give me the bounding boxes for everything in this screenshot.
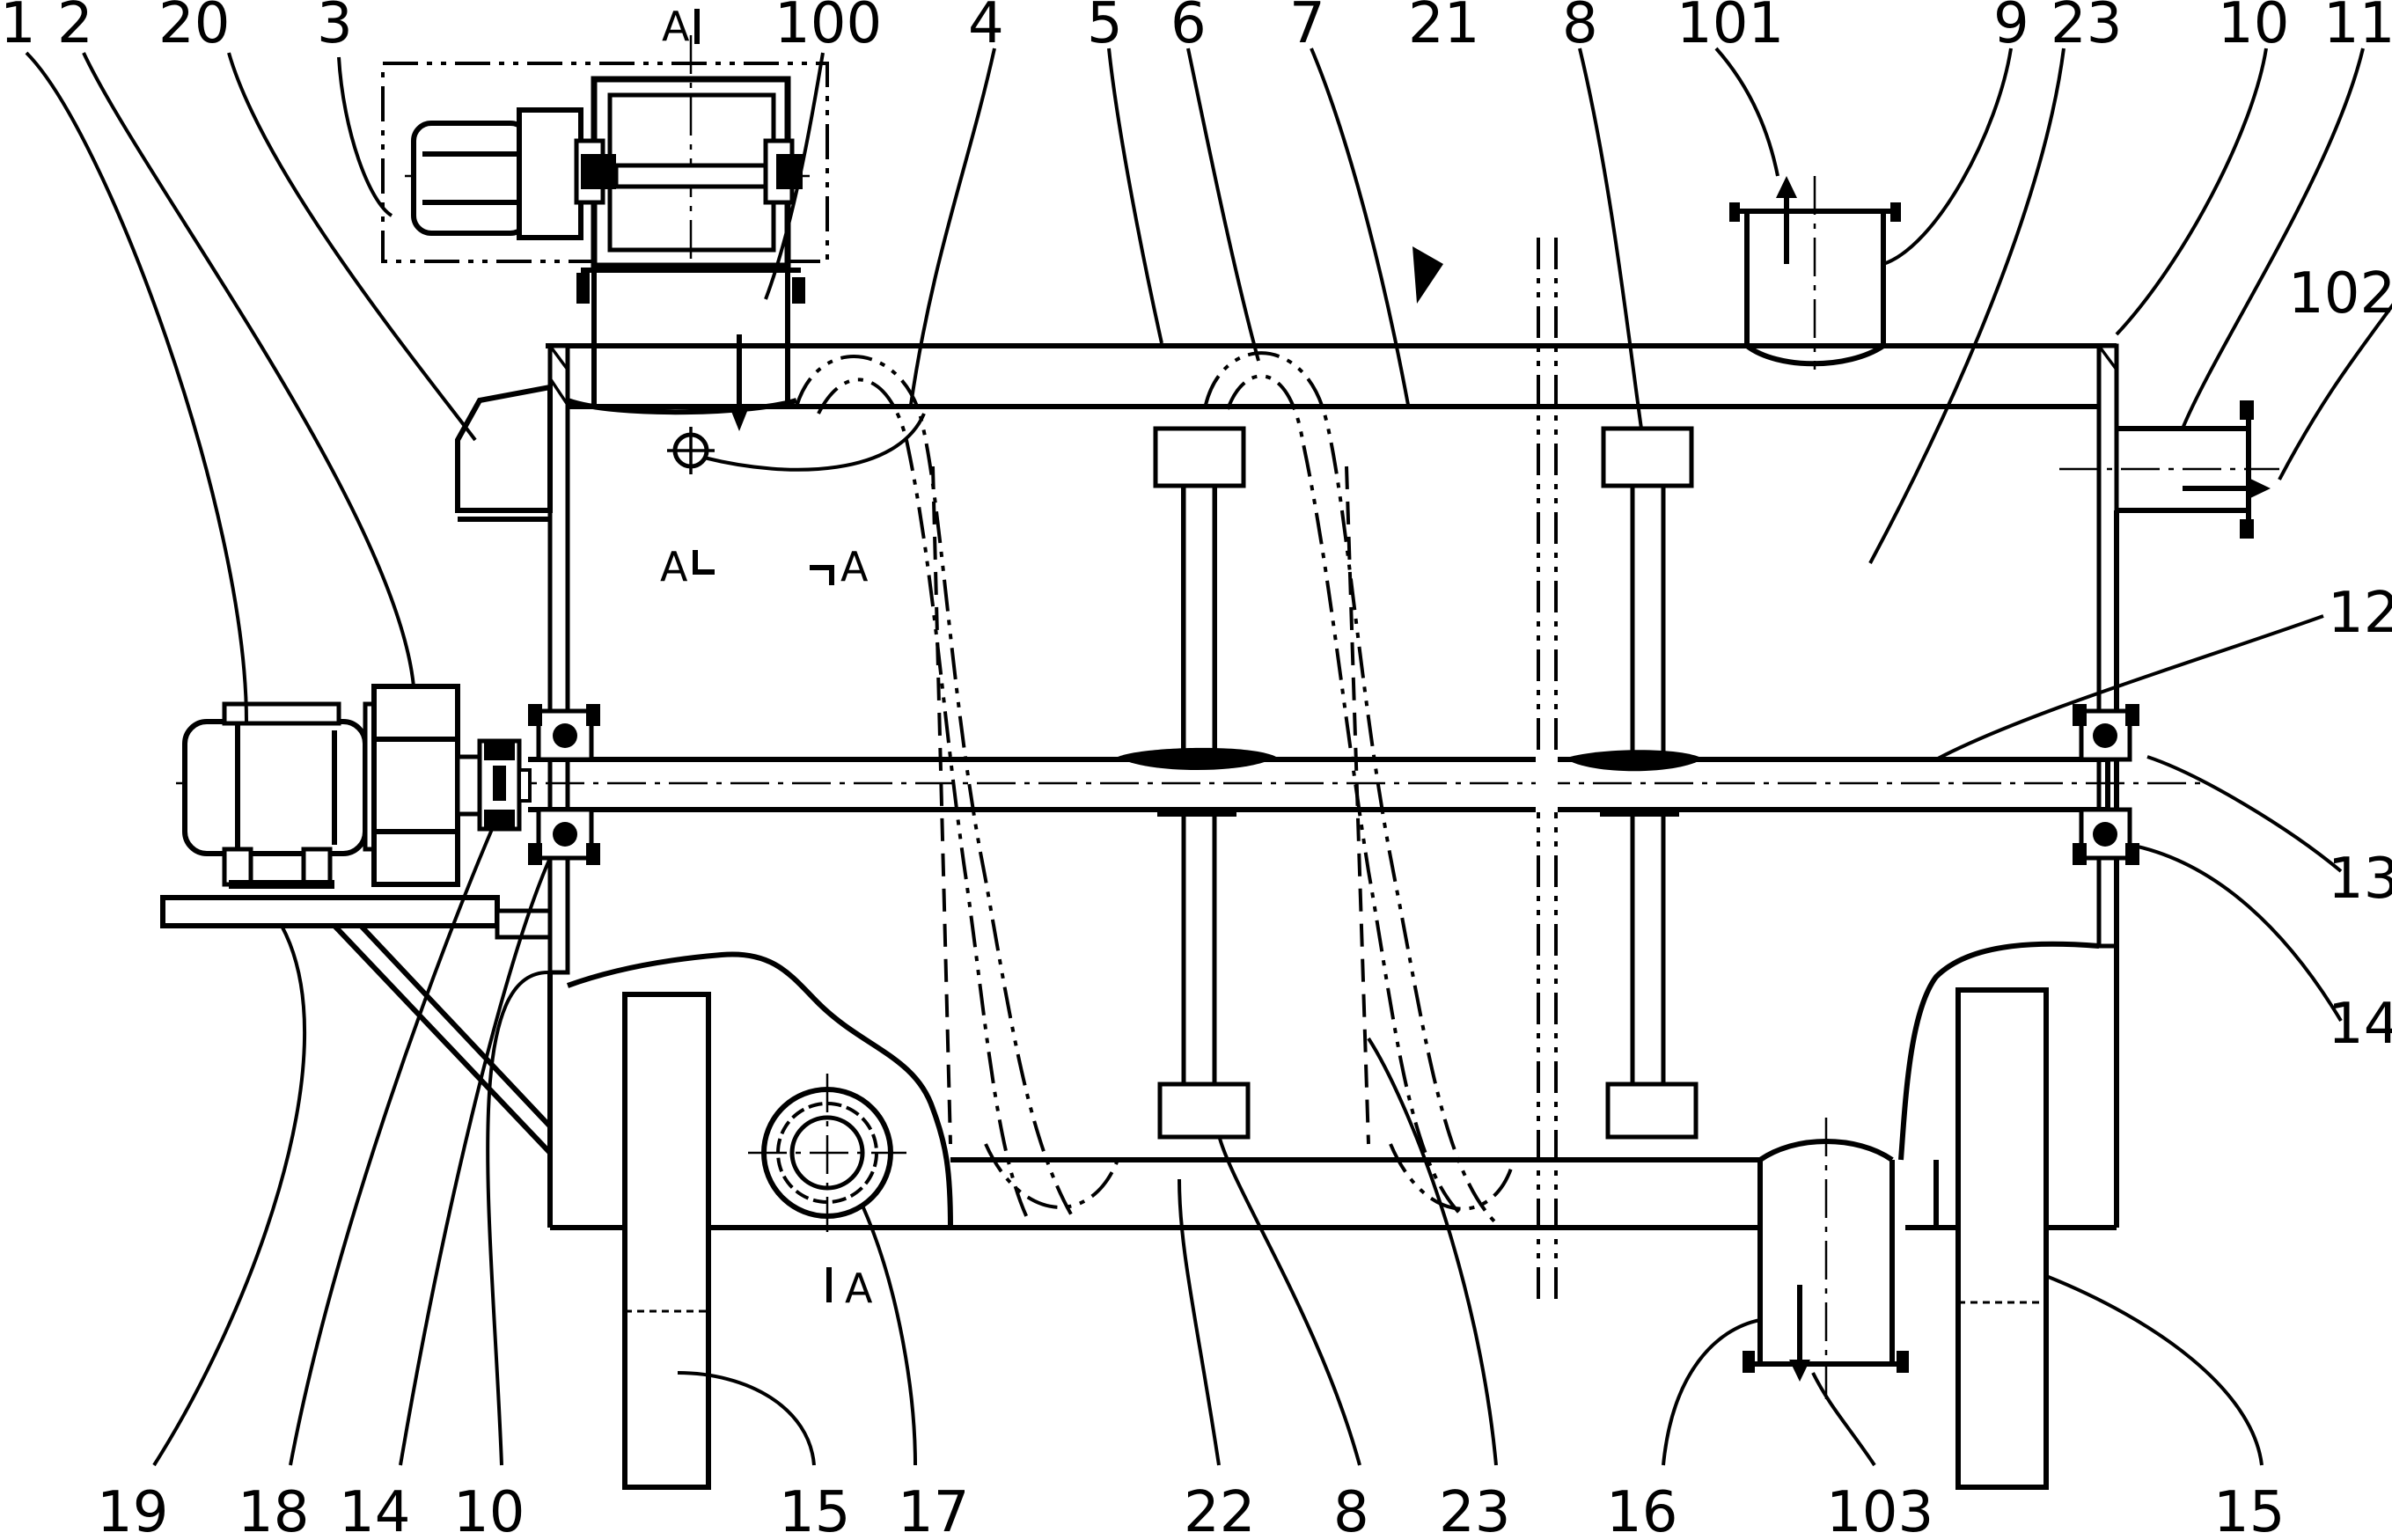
section-mark-bottom: A (845, 1265, 873, 1312)
side-outlet (2059, 400, 2279, 539)
label-16: 16 (1606, 1480, 1677, 1540)
labels-top: 1 2 20 3 100 4 5 6 7 21 8 101 9 23 10 11 (0, 0, 2392, 56)
label-2: 2 (57, 0, 93, 56)
side-hopper (455, 384, 553, 522)
label-10-bottom: 10 (453, 1480, 525, 1540)
housing (546, 343, 2119, 1230)
exhaust-nozzle (1729, 176, 1901, 370)
coupling (477, 738, 532, 832)
label-15-left: 15 (779, 1480, 850, 1540)
label-9: 9 (1993, 0, 2029, 56)
label-23-top: 23 (2051, 0, 2122, 56)
labels-right: 102 12 13 14 (2288, 261, 2392, 1057)
label-100: 100 (774, 0, 882, 56)
drive-motor (182, 701, 381, 889)
label-8-top: 8 (1562, 0, 1598, 56)
label-1: 1 (0, 0, 36, 56)
label-15-right: 15 (2213, 1480, 2285, 1540)
label-102: 102 (2288, 261, 2392, 326)
rotary-valve-assembly (381, 35, 829, 299)
section-mark-left: A (660, 543, 688, 590)
bearing-right (2073, 704, 2139, 865)
arrow-21 (1412, 246, 1443, 304)
reducer (371, 684, 487, 887)
label-4: 4 (968, 0, 1004, 56)
label-17: 17 (898, 1480, 969, 1540)
bearing-left (528, 704, 600, 865)
label-11: 11 (2323, 0, 2392, 56)
label-23-bottom: 23 (1439, 1480, 1510, 1540)
support-leg-right (1955, 987, 2049, 1490)
label-14-bottom: 14 (339, 1480, 410, 1540)
label-22: 22 (1184, 1480, 1255, 1540)
bottom-discharge (1743, 1118, 1909, 1399)
paddle-left (1118, 426, 1276, 1140)
section-marks: A A A A (660, 3, 873, 1312)
leader-lines (25, 47, 2392, 1467)
label-10-top: 10 (2218, 0, 2289, 56)
label-13: 13 (2328, 847, 2392, 912)
section-mark-right: A (840, 543, 869, 590)
spiral-ribbon (795, 351, 1515, 1225)
label-18: 18 (238, 1480, 309, 1540)
sensor-4 (667, 413, 926, 474)
label-20: 20 (158, 0, 230, 56)
label-19: 19 (97, 1480, 168, 1540)
label-3: 3 (317, 0, 353, 56)
label-21: 21 (1408, 0, 1479, 56)
label-101: 101 (1677, 0, 1784, 56)
section-mark-top: A (662, 3, 690, 50)
label-12: 12 (2328, 581, 2392, 646)
label-14-right: 14 (2328, 992, 2392, 1057)
paddle-right (1565, 426, 1703, 1140)
labels-bottom: 19 18 14 10 15 17 22 8 23 16 103 15 (97, 1480, 2285, 1540)
label-5: 5 (1087, 0, 1123, 56)
label-7: 7 (1289, 0, 1325, 56)
support-leg-left (622, 992, 711, 1490)
label-8-bottom: 8 (1333, 1480, 1369, 1540)
motor-base (160, 895, 553, 1155)
label-6: 6 (1170, 0, 1207, 56)
label-103: 103 (1826, 1480, 1933, 1540)
port-17 (748, 1074, 906, 1232)
